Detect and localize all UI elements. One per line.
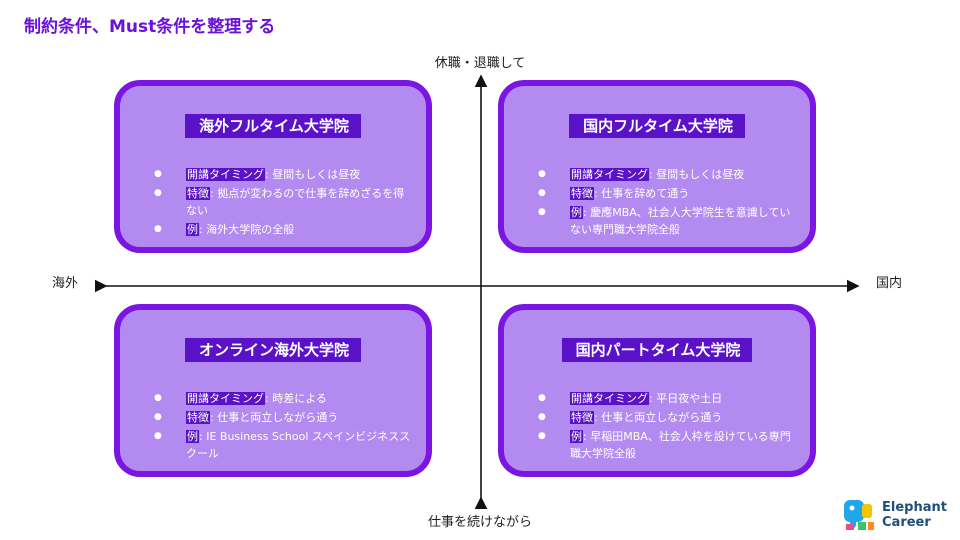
bullet-icon: ● — [538, 393, 546, 403]
item-label: 例 — [186, 430, 199, 443]
list-item: ● 開講タイミング: 時差による — [146, 390, 412, 407]
axis-label-bottom: 仕事を続けながら — [427, 515, 532, 530]
item-label: 例 — [570, 206, 583, 219]
quadrant-title: 国内パートタイム大学院 — [561, 338, 753, 362]
item-label: 特徴 — [570, 411, 594, 424]
list-item: ● 開講タイミング: 昼間もしくは昼夜 — [146, 166, 412, 183]
item-text: : 仕事を辞めて通う — [594, 187, 690, 200]
axis-label-right: 国内 — [876, 276, 903, 291]
list-item: ● 例: IE Business School スペインビジネススクール — [146, 428, 412, 462]
quadrant-title: 国内フルタイム大学院 — [569, 114, 745, 138]
bullet-icon: ● — [538, 169, 546, 179]
bullet-icon: ● — [154, 393, 162, 403]
item-label: 開講タイミング — [570, 168, 649, 181]
item-text: : 時差による — [265, 392, 327, 405]
bullet-icon: ● — [538, 412, 546, 422]
list-item: ● 例: 早稲田MBA、社会人枠を設けている専門職大学院全般 — [530, 428, 796, 462]
item-text: : 海外大学院の全般 — [199, 223, 295, 236]
item-label: 開講タイミング — [186, 392, 265, 405]
item-text: : 平日夜や土日 — [649, 392, 723, 405]
bullet-icon: ● — [154, 188, 162, 198]
list-item: ● 例: 慶應MBA、社会人大学院生を意識していない専門職大学院全般 — [530, 204, 796, 238]
quadrant-online-overseas: オンライン海外大学院 ● 開講タイミング: 時差による ● 特徴: 仕事と両立しなが… — [114, 304, 432, 477]
bullet-icon: ● — [154, 412, 162, 422]
bullet-icon: ● — [538, 431, 546, 441]
list-item: ● 開講タイミング: 昼間もしくは昼夜 — [530, 166, 796, 183]
item-label: 特徴 — [186, 411, 210, 424]
item-label: 特徴 — [186, 187, 210, 200]
bullet-icon: ● — [538, 188, 546, 198]
item-text: : 昼間もしくは昼夜 — [649, 168, 745, 181]
list-item: ● 例: 海外大学院の全般 — [146, 221, 412, 238]
item-label: 特徴 — [570, 187, 594, 200]
axis-label-top: 休職・退職して — [434, 56, 526, 71]
item-text: : 仕事と両立しながら通う — [210, 411, 339, 424]
quadrant-item-list: ● 開講タイミング: 昼間もしくは昼夜 ● 特徴: 仕事を辞めて通う ● 例: 慶應M… — [530, 166, 796, 240]
axis-label-left: 海外 — [52, 276, 79, 291]
list-item: ● 特徴: 仕事と両立しながら通う — [146, 409, 412, 426]
item-text: : 慶應MBA、社会人大学院生を意識していない専門職大学院全般 — [570, 206, 791, 236]
bullet-icon: ● — [154, 224, 162, 234]
item-text: : 拠点が変わるので仕事を辞めざるを得ない — [186, 187, 405, 217]
list-item: ● 特徴: 拠点が変わるので仕事を辞めざるを得ない — [146, 185, 412, 219]
slide-title: 制約条件、Must条件を整理する — [24, 17, 276, 37]
quadrant-domestic-fulltime: 国内フルタイム大学院 ● 開講タイミング: 昼間もしくは昼夜 ● 特徴: 仕事を辞め… — [498, 80, 816, 253]
bullet-icon: ● — [154, 169, 162, 179]
list-item: ● 特徴: 仕事を辞めて通う — [530, 185, 796, 202]
quadrant-domestic-parttime: 国内パートタイム大学院 ● 開講タイミング: 平日夜や土日 ● 特徴: 仕事と両立し… — [498, 304, 816, 477]
quadrant-title: 海外フルタイム大学院 — [185, 114, 361, 138]
quadrant-item-list: ● 開講タイミング: 平日夜や土日 ● 特徴: 仕事と両立しながら通う ● 例: 早稲… — [530, 390, 796, 464]
list-item: ● 特徴: 仕事と両立しながら通う — [530, 409, 796, 426]
logo-text-line1: Elephant — [882, 500, 947, 515]
bullet-icon: ● — [154, 431, 162, 441]
logo-text-line2: Career — [882, 515, 931, 530]
quadrant-item-list: ● 開講タイミング: 昼間もしくは昼夜 ● 特徴: 拠点が変わるので仕事を辞めざるを… — [146, 166, 412, 240]
bullet-icon: ● — [538, 207, 546, 217]
item-label: 例 — [186, 223, 199, 236]
item-label: 開講タイミング — [186, 168, 265, 181]
item-text: : IE Business School スペインビジネススクール — [186, 430, 411, 460]
item-text: : 早稲田MBA、社会人枠を設けている専門職大学院全般 — [570, 430, 791, 460]
elephant-career-logo: Elephant Career — [842, 496, 956, 536]
item-label: 例 — [570, 430, 583, 443]
list-item: ● 開講タイミング: 平日夜や土日 — [530, 390, 796, 407]
elephant-logo-icon — [844, 500, 874, 530]
quadrant-overseas-fulltime: 海外フルタイム大学院 ● 開講タイミング: 昼間もしくは昼夜 ● 特徴: 拠点が変わ… — [114, 80, 432, 253]
quadrant-item-list: ● 開講タイミング: 時差による ● 特徴: 仕事と両立しながら通う ● 例: IE … — [146, 390, 412, 464]
item-label: 開講タイミング — [570, 392, 649, 405]
quadrant-title: オンライン海外大学院 — [184, 338, 361, 362]
item-text: : 仕事と両立しながら通う — [594, 411, 723, 424]
item-text: : 昼間もしくは昼夜 — [265, 168, 361, 181]
